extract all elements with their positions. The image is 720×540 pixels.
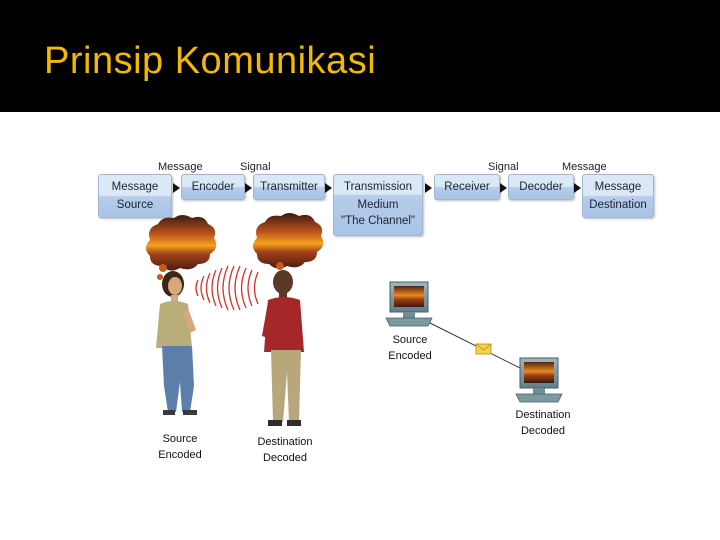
arrow-6 (574, 183, 581, 193)
destination-computer-icon (515, 357, 563, 403)
man-listener-icon (262, 270, 304, 426)
arrow-3 (325, 183, 332, 193)
box-decoder: Decoder (508, 174, 574, 200)
box-transmission-medium: Transmission Medium "The Channel" (333, 174, 423, 236)
title-bar (0, 0, 720, 112)
thought-bubble-left-icon (146, 215, 217, 280)
label-message-source: Message (158, 161, 203, 173)
box-receiver: Receiver (434, 174, 500, 200)
caption-person-source-line1: Source (162, 433, 198, 445)
arrow-2 (245, 183, 252, 193)
box-encoder: Encoder (181, 174, 245, 200)
box-transmitter-label: Transmitter (260, 181, 318, 193)
box-receiver-label: Receiver (444, 181, 490, 193)
box-channel-line1: Transmission (344, 181, 412, 193)
caption-person-destination: Destination Decoded (252, 434, 318, 466)
arrow-4 (425, 183, 432, 193)
box-message-destination-line2: Destination (589, 199, 647, 211)
box-message-source-line2: Source (116, 199, 154, 211)
thought-bubble-right-icon (253, 213, 324, 277)
caption-person-destination-line1: Destination (257, 436, 313, 448)
box-message-destination-line1: Message (594, 181, 642, 193)
caption-computer-source-line1: Source (392, 334, 428, 346)
sound-waves-icon (195, 265, 259, 311)
caption-computer-destination-line1: Destination (515, 409, 571, 421)
box-channel-line3: "The Channel" (340, 215, 415, 227)
label-signal-right: Signal (488, 161, 519, 173)
source-computer-icon (385, 281, 433, 327)
caption-person-destination-line2: Decoded (262, 452, 308, 464)
label-message-destination: Message (562, 161, 607, 173)
caption-computer-destination-line2: Decoded (520, 425, 566, 437)
box-transmitter: Transmitter (253, 174, 325, 200)
caption-person-source-line2: Encoded (158, 449, 202, 461)
caption-computer-destination: Destination Decoded (510, 407, 576, 439)
label-signal-left: Signal (240, 161, 271, 173)
box-message-source: Message Source (98, 174, 172, 218)
box-message-destination: Message Destination (582, 174, 654, 218)
caption-person-source: Source Encoded (150, 431, 210, 463)
woman-speaker-icon (156, 271, 197, 415)
envelope-icon (475, 343, 492, 355)
arrow-1 (173, 183, 180, 193)
caption-computer-source: Source Encoded (382, 332, 438, 364)
box-message-source-line1: Message (111, 181, 159, 193)
box-encoder-label: Encoder (191, 181, 235, 193)
caption-computer-source-line2: Encoded (388, 350, 432, 362)
arrow-5 (500, 183, 507, 193)
slide-title: Prinsip Komunikasi (44, 40, 377, 82)
box-decoder-label: Decoder (519, 181, 563, 193)
box-channel-line2: Medium (357, 199, 399, 211)
